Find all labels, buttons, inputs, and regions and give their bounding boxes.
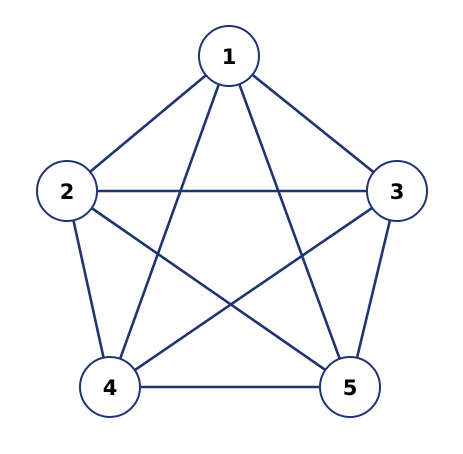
edge-1-4 [108, 54, 231, 389]
node-label-1: 1 [222, 45, 237, 69]
edges-layer [65, 54, 399, 389]
edge-1-5 [227, 54, 352, 389]
edge-1-3 [227, 54, 399, 193]
node-label-2: 2 [60, 180, 75, 204]
node-4: 4 [79, 356, 141, 418]
node-circle-3 [366, 160, 428, 222]
node-circle-1 [198, 25, 260, 87]
edge-2-4 [65, 189, 112, 389]
edge-1-2 [65, 54, 231, 193]
node-circle-4 [79, 356, 141, 418]
node-label-5: 5 [343, 376, 358, 400]
edge-3-4 [108, 189, 399, 389]
node-5: 5 [319, 356, 381, 418]
nodes-layer: 1 2 3 4 5 [36, 25, 428, 418]
node-label-3: 3 [390, 180, 405, 204]
node-circle-2 [36, 160, 98, 222]
node-1: 1 [198, 25, 260, 87]
node-label-4: 4 [103, 376, 118, 400]
edge-3-5 [348, 189, 399, 389]
node-3: 3 [366, 160, 428, 222]
node-circle-5 [319, 356, 381, 418]
edge-2-5 [65, 189, 352, 389]
node-2: 2 [36, 160, 98, 222]
